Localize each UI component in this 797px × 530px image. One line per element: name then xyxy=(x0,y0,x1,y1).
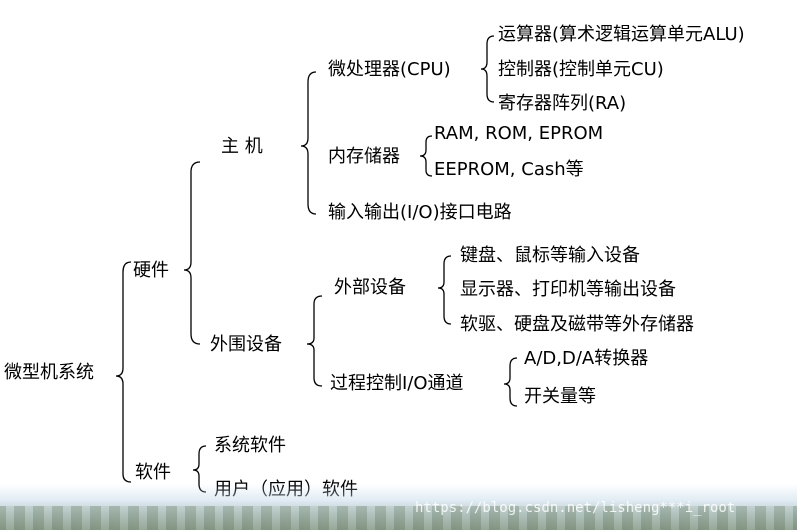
channel-label: 过程控制I/O通道 xyxy=(330,373,464,394)
brace-root xyxy=(115,261,132,483)
landscape-footer-banner xyxy=(0,484,797,530)
peripheral-label: 外围设备 xyxy=(210,334,282,355)
external-item-storage: 软驱、硬盘及磁带等外存储器 xyxy=(460,314,694,335)
memory-item-eeprom: EEPROM, Cash等 xyxy=(434,159,584,180)
cpu-item-cu: 控制器(控制单元CU) xyxy=(498,59,664,80)
external-devices-label: 外部设备 xyxy=(334,277,406,298)
brace-host xyxy=(300,71,317,215)
host-label: 主 机 xyxy=(221,136,263,157)
brace-cpu xyxy=(480,35,495,103)
io-interface-label: 输入输出(I/O)接口电路 xyxy=(328,202,512,223)
brace-memory xyxy=(419,135,433,177)
external-item-output: 显示器、打印机等输出设备 xyxy=(460,279,676,300)
cpu-item-ra: 寄存器阵列(RA) xyxy=(498,93,627,114)
channel-item-switch: 开关量等 xyxy=(524,386,596,407)
hardware-label: 硬件 xyxy=(133,260,169,281)
software-item-system: 系统软件 xyxy=(214,435,286,456)
brace-hardware xyxy=(183,161,201,345)
memory-label: 内存储器 xyxy=(328,146,400,167)
memory-item-rom: RAM, ROM, EPROM xyxy=(434,123,604,144)
brace-external xyxy=(437,255,452,325)
cpu-item-alu: 运算器(算术逻辑运算单元ALU) xyxy=(498,24,745,45)
channel-item-adda: A/D,D/A转换器 xyxy=(524,348,649,369)
brace-channel xyxy=(503,357,518,407)
root-label: 微型机系统 xyxy=(4,362,94,383)
external-item-input: 键盘、鼠标等输入设备 xyxy=(460,245,640,266)
watermark-url: https://blog.csdn.net/lisheng***i_root xyxy=(415,500,736,516)
software-label: 软件 xyxy=(135,462,171,483)
brace-peripheral xyxy=(306,295,323,387)
cpu-label: 微处理器(CPU) xyxy=(328,59,451,80)
